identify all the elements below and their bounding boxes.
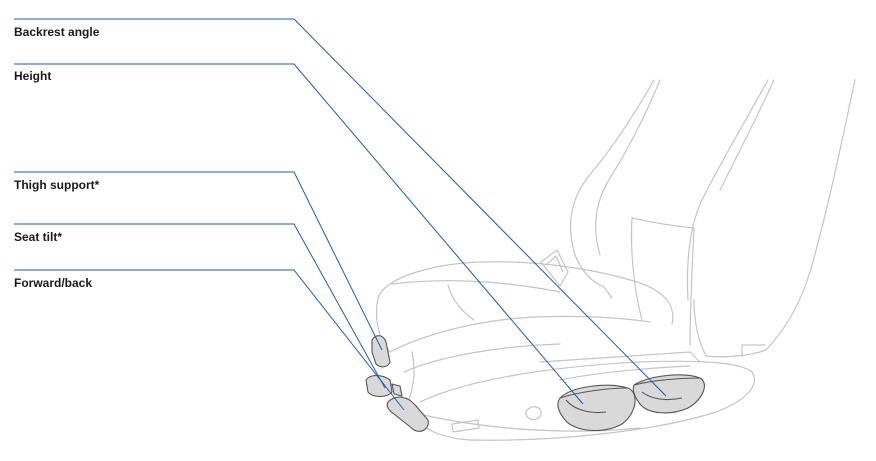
thigh-support-lever bbox=[371, 335, 391, 368]
callout-label-backrest-angle: Backrest angle bbox=[14, 25, 100, 39]
seat-cushion bbox=[375, 261, 674, 432]
seat-backrest bbox=[569, 79, 856, 358]
leader-line-seat-tilt bbox=[14, 223, 386, 389]
leader-line-thigh-support bbox=[14, 171, 383, 351]
seat-tilt-lever bbox=[365, 374, 393, 398]
callout-label-seat-tilt: Seat tilt* bbox=[14, 230, 63, 244]
callout-label-forward-back: Forward/back bbox=[14, 276, 93, 290]
seat-belt-latch bbox=[540, 249, 569, 287]
callout-label-thigh-support: Thigh support* bbox=[14, 178, 100, 192]
leader-line-backrest-angle bbox=[14, 18, 667, 397]
forward-back-lever bbox=[386, 396, 429, 432]
leader-lines bbox=[14, 18, 667, 411]
backrest-control-knob bbox=[632, 374, 705, 414]
leader-line-forward-back bbox=[14, 269, 405, 411]
height-control-knob bbox=[557, 384, 636, 431]
leader-line-height bbox=[14, 63, 584, 405]
callout-label-height: Height bbox=[14, 69, 52, 83]
